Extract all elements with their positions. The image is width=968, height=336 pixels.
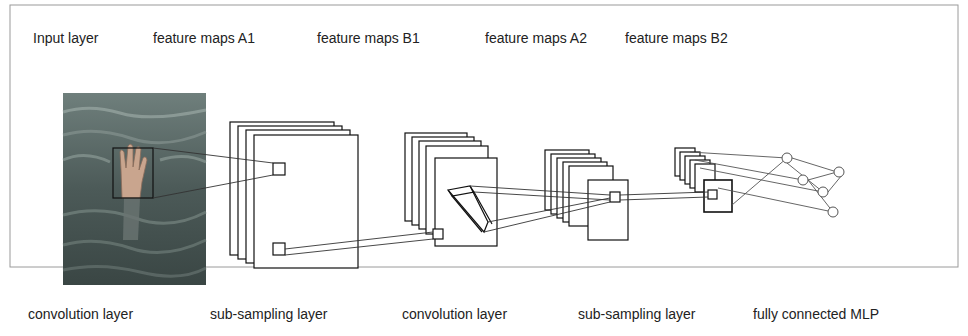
feature-maps-b1 xyxy=(405,133,497,246)
feature-maps-a2 xyxy=(545,150,628,240)
layer-label: sub-sampling layer xyxy=(210,306,328,323)
layer-label: fully connected MLP xyxy=(753,306,879,323)
layer-label: convolution layer xyxy=(28,306,133,323)
feature-maps-a1 xyxy=(230,122,358,268)
receptive-field-lines xyxy=(153,148,708,255)
layer-label: Input layer xyxy=(33,30,98,47)
mlp-neurons xyxy=(782,153,844,217)
layer-label: feature maps B2 xyxy=(625,30,728,47)
layer-label: feature maps A1 xyxy=(153,30,255,47)
feature-maps-b2 xyxy=(675,148,732,212)
mlp-links xyxy=(690,152,842,212)
layer-label: feature maps B1 xyxy=(317,30,420,47)
layer-label: feature maps A2 xyxy=(485,30,587,47)
layer-label: sub-sampling layer xyxy=(578,306,696,323)
layer-label: convolution layer xyxy=(402,306,507,323)
input-photo xyxy=(63,93,206,285)
